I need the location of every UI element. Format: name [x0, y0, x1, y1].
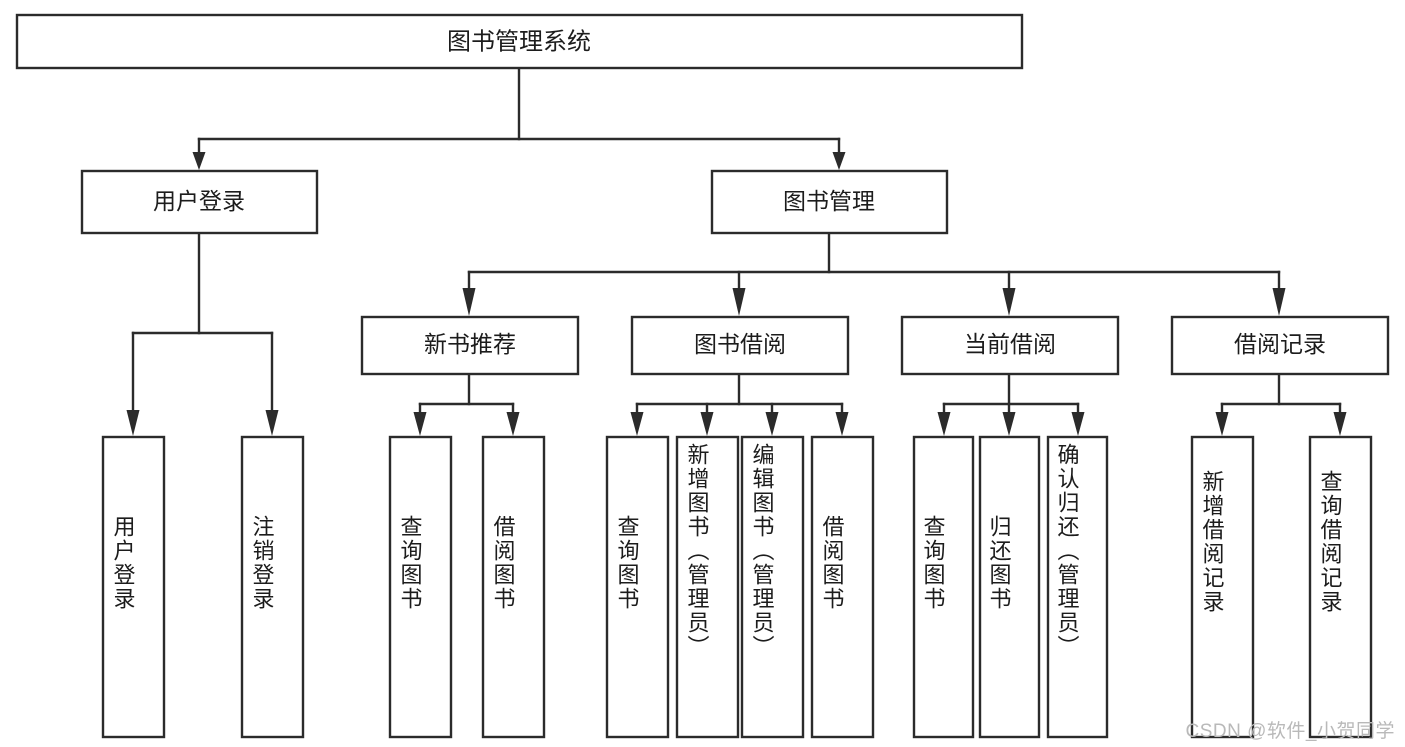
connector-borrow-records-to-leaves — [1215, 373, 1347, 436]
node-root-system[interactable]: 图书管理系统 — [15, 13, 1024, 70]
leaf-label-query-book-2: 查询图书 — [614, 515, 640, 611]
leaf-label-confirm-return-admin: 确认归还（管理员） — [1054, 443, 1080, 659]
leaf-label-query-book-1: 查询图书 — [397, 515, 423, 611]
node-book-management[interactable]: 图书管理 — [710, 169, 949, 235]
leaf-box-query-book-1[interactable] — [388, 435, 453, 739]
node-book-borrow-label: 图书借阅 — [694, 331, 786, 357]
node-root-label: 图书管理系统 — [447, 28, 591, 55]
leaf-box-query-book-2[interactable] — [605, 435, 670, 739]
leaf-box-user-login[interactable] — [101, 435, 166, 739]
leaf-label-borrow-book-2: 借阅图书 — [819, 515, 845, 611]
leaf-label-user-login: 用户登录 — [110, 515, 136, 611]
connector-current-borrow-to-leaves — [937, 373, 1085, 436]
leaf-box-return-book[interactable] — [978, 435, 1041, 739]
leaf-box-confirm-return-admin[interactable] — [1046, 435, 1109, 739]
leaf-box-query-borrow-record[interactable] — [1308, 435, 1373, 739]
node-book-borrow[interactable]: 图书借阅 — [630, 315, 850, 376]
connector-book-borrow-to-leaves — [630, 373, 849, 436]
node-current-borrow[interactable]: 当前借阅 — [900, 315, 1120, 376]
node-borrow-records-label: 借阅记录 — [1234, 331, 1326, 357]
connector-book-mgmt-to-level2 — [462, 232, 1286, 316]
leaf-box-query-book-3[interactable] — [912, 435, 975, 739]
leaf-box-borrow-book-2[interactable] — [810, 435, 875, 739]
leaf-label-query-book-3: 查询图书 — [920, 515, 946, 611]
leaf-box-edit-book-admin[interactable] — [740, 435, 805, 739]
leaf-box-add-borrow-record[interactable] — [1190, 435, 1255, 739]
leaf-label-logout: 注销登录 — [249, 515, 275, 611]
leaf-label-edit-book-admin: 编辑图书（管理员） — [749, 443, 775, 659]
node-user-login-label: 用户登录 — [153, 188, 245, 214]
node-book-management-label: 图书管理 — [783, 188, 875, 214]
connector-new-book-to-leaves — [413, 373, 520, 436]
leaf-box-borrow-book-1[interactable] — [481, 435, 546, 739]
node-user-login[interactable]: 用户登录 — [80, 169, 319, 235]
leaf-label-return-book: 归还图书 — [986, 515, 1012, 611]
node-current-borrow-label: 当前借阅 — [964, 331, 1056, 357]
leaf-label-query-borrow-record: 查询借阅记录 — [1317, 470, 1343, 614]
csdn-watermark: CSDN @软件_小贺同学 — [1185, 721, 1395, 742]
leaf-label-borrow-book-1: 借阅图书 — [490, 515, 516, 611]
connector-user-login-to-leaves — [126, 232, 279, 436]
node-new-book-recommend[interactable]: 新书推荐 — [360, 315, 580, 376]
node-new-book-recommend-label: 新书推荐 — [424, 331, 516, 357]
leaf-label-add-borrow-record: 新增借阅记录 — [1199, 470, 1225, 614]
leaf-box-add-book-admin[interactable] — [675, 435, 740, 739]
node-borrow-records[interactable]: 借阅记录 — [1170, 315, 1390, 376]
connector-root-to-level1 — [192, 67, 846, 170]
leaf-box-logout[interactable] — [240, 435, 305, 739]
leaf-label-add-book-admin: 新增图书（管理员） — [684, 443, 710, 659]
